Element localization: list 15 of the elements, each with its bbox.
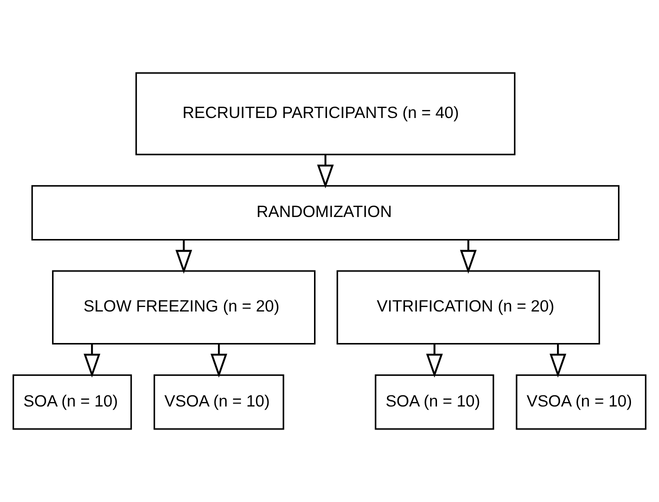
arrow (460, 240, 477, 274)
node-box: SLOW FREEZING (n = 20) (52, 270, 316, 344)
node-box: RECRUITED PARTICIPANTS (n = 40) (135, 72, 516, 156)
node-box: SOA (n = 10) (374, 374, 494, 430)
arrow (317, 154, 334, 188)
node-box: VSOA (n = 10) (154, 374, 284, 430)
node-box: SOA (n = 10) (12, 374, 132, 430)
node-box: RANDOMIZATION (31, 185, 620, 240)
arrow (550, 344, 566, 378)
node-box: VSOA (n = 10) (516, 374, 646, 430)
node-box: VITRIFICATION (n = 20) (336, 270, 600, 344)
arrow (426, 344, 443, 378)
arrow (175, 240, 192, 274)
arrow (84, 344, 100, 378)
arrow (210, 344, 228, 378)
